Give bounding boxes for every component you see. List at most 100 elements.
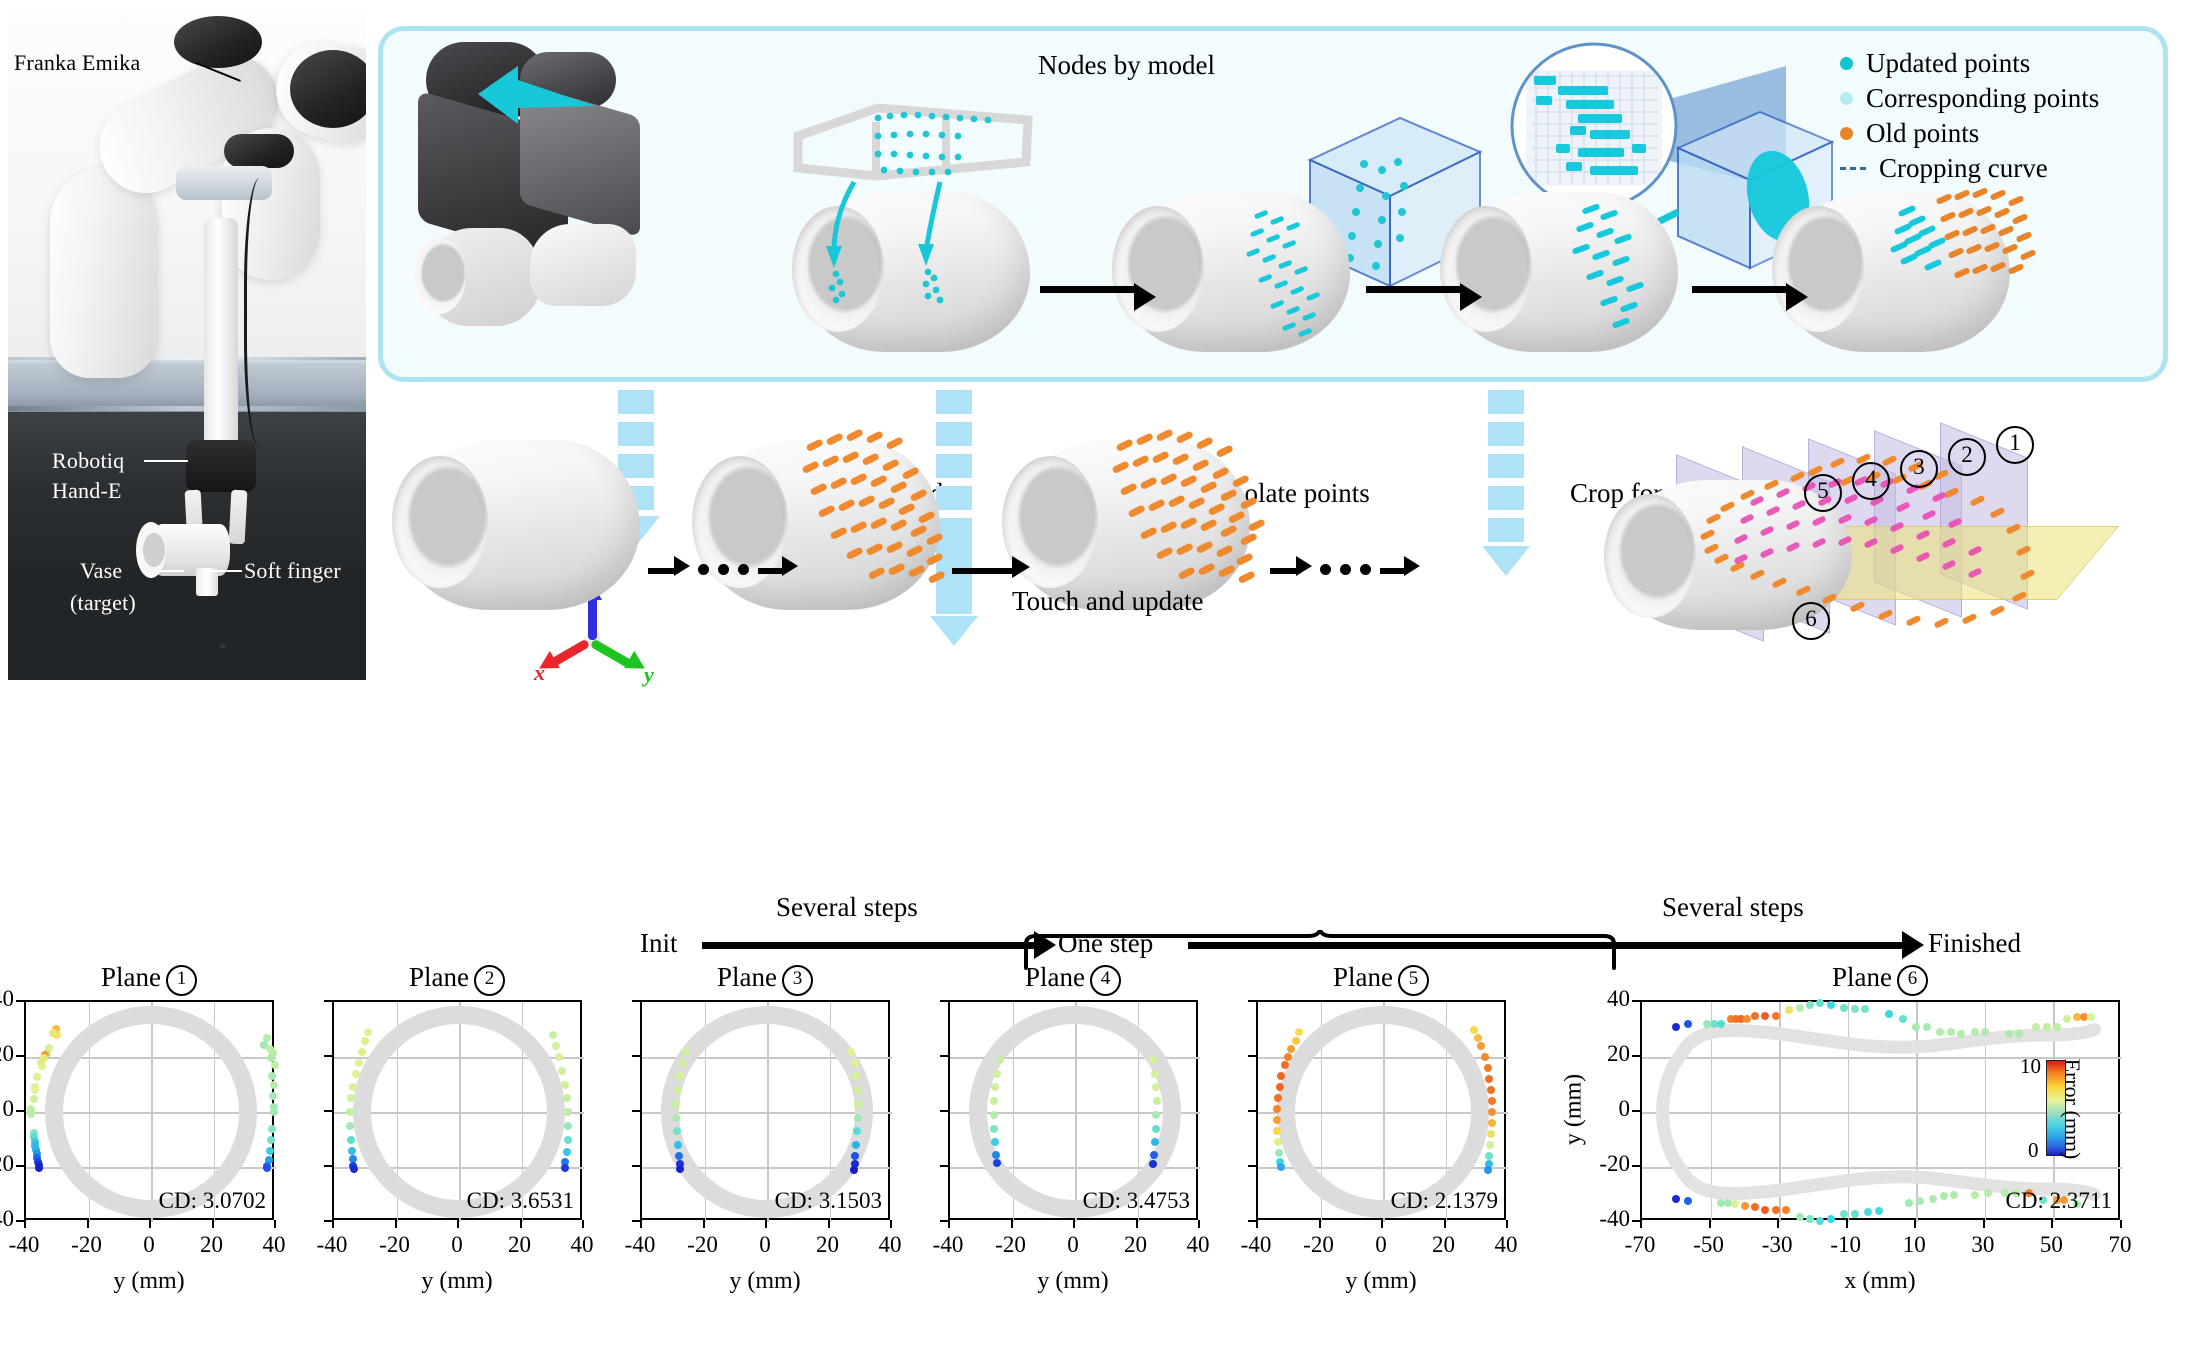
data-point [853, 1086, 862, 1094]
x-tick-label: 70 [2108, 1232, 2132, 1257]
data-point [1477, 1042, 1486, 1050]
y-tick [16, 1165, 24, 1167]
data-point [1970, 1028, 1979, 1037]
data-point [1275, 1149, 1284, 1158]
data-point [1771, 1205, 1780, 1214]
data-point [563, 1135, 572, 1144]
experiment-photo: Franka Emika Robotiq Hand-E Vase (target… [8, 8, 366, 680]
x-axis-label: x [534, 660, 545, 685]
plot-title-number: 4 [1090, 965, 1121, 996]
data-point [847, 1047, 856, 1056]
y-axis-label: y [644, 662, 654, 687]
y-tick [1632, 1000, 1640, 1002]
x-tick-label: 0 [1375, 1232, 1387, 1257]
data-point [1152, 1110, 1161, 1119]
data-point [673, 1141, 682, 1149]
y-tick [1632, 1110, 1640, 1112]
plot-title-text: Plane [1333, 962, 1393, 992]
data-point [853, 1113, 862, 1122]
data-point [1485, 1075, 1494, 1083]
data-point [1850, 1209, 1859, 1218]
y-axis-label: y (mm) [1560, 1073, 1587, 1146]
data-point [348, 1146, 357, 1155]
cropping-curve-marker-icon [1840, 167, 1866, 170]
y-tick [940, 1110, 948, 1112]
data-point [40, 1054, 49, 1063]
x-tick-label: 10 [1902, 1232, 1926, 1257]
chamfer-distance-label: CD: 3.0702 [158, 1188, 266, 1213]
data-point [1912, 1022, 1921, 1031]
data-point [1970, 1190, 1979, 1199]
data-point [348, 1083, 357, 1092]
data-point [267, 1072, 276, 1081]
vase-render-stage4 [1772, 192, 2010, 352]
x-tick-label: 0 [451, 1232, 463, 1257]
chamfer-distance-label: CD: 3.6531 [466, 1188, 574, 1213]
data-point [1273, 1127, 1282, 1136]
robotiq-label-line1: Robotiq [52, 448, 125, 473]
data-point [551, 1042, 560, 1050]
data-point [555, 1053, 563, 1061]
data-point [1761, 1011, 1770, 1020]
data-point [991, 1083, 1000, 1092]
legend-label-old-points: Old points [1866, 118, 1980, 148]
plot-title-number: 6 [1897, 965, 1928, 996]
plane-marker-5: 5 [1804, 474, 1842, 512]
x-tick-label: -40 [316, 1232, 348, 1257]
data-point [1898, 1014, 1907, 1023]
touch-and-update-label: Touch and update [1012, 586, 1204, 616]
data-point [1152, 1083, 1161, 1092]
data-point [1286, 1044, 1295, 1053]
timeline-one-step-label: One step [1058, 928, 1154, 958]
y-tick [16, 1000, 24, 1002]
y-tick [632, 1165, 640, 1167]
gridline-horizontal [1642, 1112, 2122, 1114]
data-point [1782, 1205, 1790, 1214]
x-tick [1708, 1220, 1711, 1228]
data-point [1929, 1194, 1938, 1203]
x-tick [457, 1220, 459, 1228]
data-point [564, 1121, 573, 1130]
legend-item-old-points: Old points [1840, 116, 2170, 151]
data-point [991, 1138, 1000, 1147]
data-point [1280, 1061, 1289, 1070]
x-tick-label: -40 [624, 1232, 656, 1257]
plot-frame [332, 1000, 584, 1222]
data-point [562, 1094, 571, 1103]
y-tick-label: 40 [0, 986, 14, 1011]
data-point [1276, 1163, 1285, 1171]
data-point [1850, 1004, 1859, 1013]
legend-item-corresponding-points: Corresponding points [1840, 81, 2170, 116]
y-tick-label: -20 [1599, 1151, 1630, 1176]
data-point [1936, 1028, 1945, 1037]
data-point [1730, 1200, 1739, 1209]
plane-marker-2: 2 [1948, 438, 1986, 476]
x-tick [519, 1220, 522, 1228]
data-point [259, 1040, 268, 1049]
x-tick [1506, 1220, 1508, 1228]
vase-render-stage3 [1440, 192, 1678, 352]
legend-item-updated-points: Updated points [1840, 46, 2170, 81]
data-point [1672, 1194, 1681, 1203]
data-point [1672, 1022, 1681, 1031]
robotiq-label-line2: Hand-E [52, 478, 122, 503]
data-point [51, 1024, 60, 1033]
data-point [358, 1047, 367, 1056]
data-point [262, 1164, 271, 1173]
y-tick [324, 1220, 332, 1222]
data-point [53, 1031, 62, 1039]
plane-marker-3: 3 [1900, 450, 1938, 488]
old-points-cloud-mid1 [802, 429, 945, 583]
robot-cable [244, 178, 283, 448]
data-point [345, 1121, 354, 1130]
x-tick [86, 1220, 89, 1228]
chamfer-distance-label: CD: 3.4753 [1082, 1188, 1190, 1213]
data-point [265, 1146, 274, 1155]
data-point [990, 1124, 999, 1133]
data-point [1727, 1014, 1736, 1023]
data-point [2073, 1200, 2082, 1209]
data-point [548, 1031, 557, 1039]
